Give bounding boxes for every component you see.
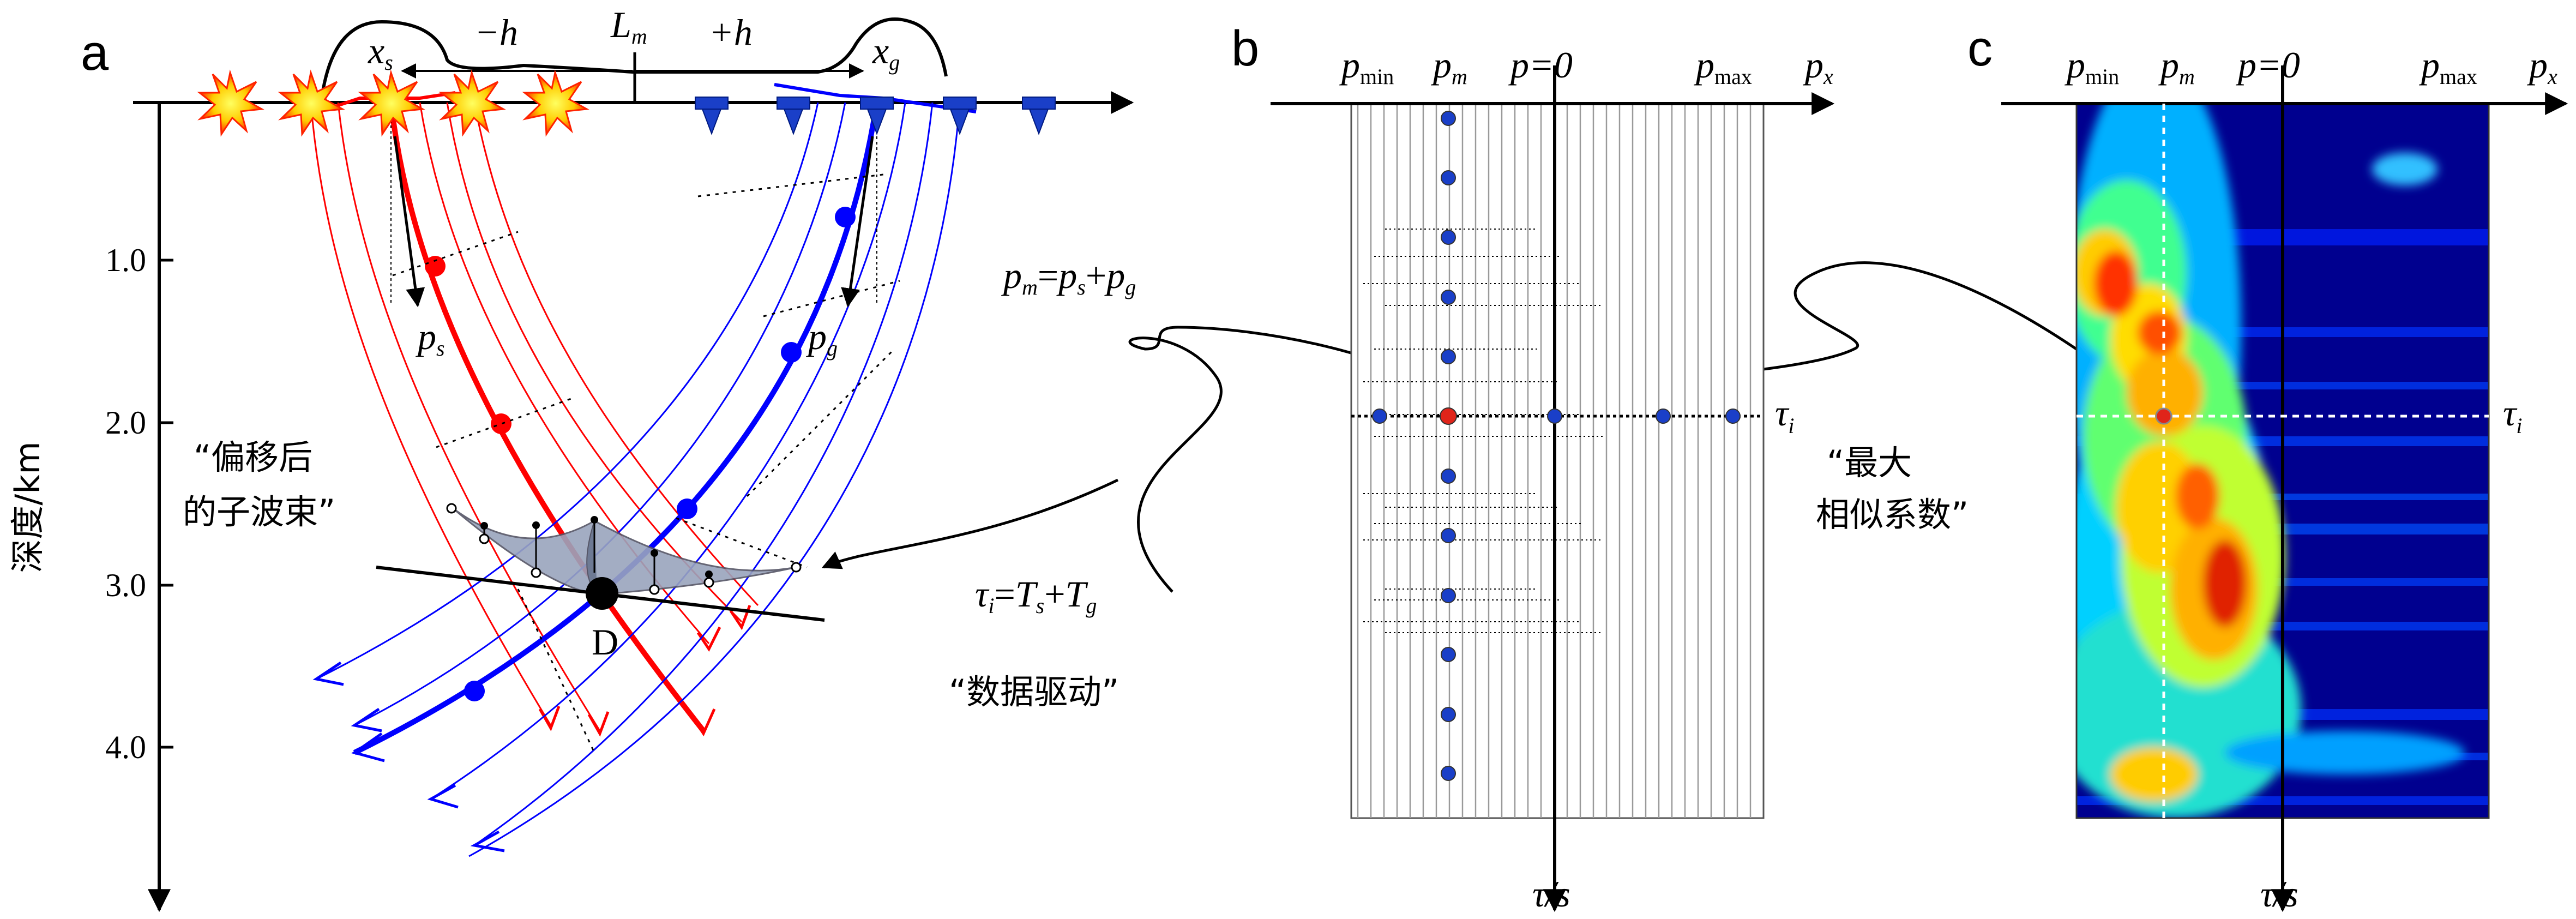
trace-lines (1357, 104, 1752, 818)
pm-label-c: pm (2158, 44, 2195, 89)
source-arrowheads (538, 605, 751, 737)
ytick-3: 3.0 (105, 567, 146, 603)
xs-label: xs (368, 30, 393, 75)
heat-blob (2203, 540, 2247, 627)
semblance-heatmap (2077, 104, 2489, 818)
explosion-star-icon (197, 69, 264, 137)
heat-blob (2372, 153, 2437, 185)
panel-a-label: a (81, 25, 109, 81)
pg-label: pg (806, 316, 838, 361)
p0-label-c: p=0 (2236, 44, 2300, 86)
tau-equation: τi=Ts+Tg (975, 573, 1097, 618)
heat-blob (2138, 311, 2181, 355)
geophone-icon (777, 97, 810, 135)
p0-label-b: p=0 (1508, 44, 1573, 86)
heat-blob (2116, 442, 2203, 573)
ytick-2: 2.0 (105, 405, 146, 441)
panel-c: c pmin pm p=0 pmax px τi τ/s “最大 相似系数” (1816, 21, 2568, 915)
D-label: D (592, 621, 618, 663)
selected-point-b (1440, 407, 1457, 425)
data-driven-label: “数据驱动” (949, 672, 1119, 712)
heat-blob (2176, 464, 2219, 529)
panel-c-label: c (1967, 21, 1993, 76)
incidence-guides (390, 109, 877, 305)
geophone-icon (695, 97, 729, 135)
wavefronts (392, 173, 900, 753)
gather-frame (1350, 103, 1765, 819)
beamlet-ticks (483, 521, 710, 589)
panel-b: b pmin pm p=0 pmax px τi τ/s (1231, 21, 1835, 915)
connector-a-to-b (1128, 326, 1452, 593)
geophone-icon (1022, 97, 1056, 135)
tau-row-dots (1372, 409, 1741, 424)
heat-blobs (2077, 104, 2465, 818)
source-ray-nodes (425, 256, 511, 434)
minus-h-label: −h (474, 11, 518, 53)
ps-arrow (393, 136, 425, 308)
receiver-arrowheads (312, 661, 505, 852)
max-semblance-line2: 相似系数” (1816, 495, 1969, 534)
Lm-label: Lm (610, 4, 647, 49)
sources (197, 69, 589, 137)
heat-blob (2225, 731, 2465, 774)
beamlet-label-line2: 的子波束” (183, 492, 335, 532)
panel-a: a 1.0 2.0 3.0 4.0 深度/km xs −h Lm +h xg (8, 4, 1134, 912)
ytick-1: 1.0 (105, 242, 146, 278)
pm-column-dots (1441, 111, 1456, 781)
pm-equation: pm=ps+pg (1001, 255, 1136, 299)
pmin-label-b: pmin (1339, 44, 1394, 89)
heat-blob (2094, 251, 2138, 316)
tau-axis-label-b: τ/s (1532, 873, 1570, 915)
ps-label: ps (416, 316, 445, 361)
px-label-c: px (2527, 44, 2557, 89)
max-semblance-line1: “最大 (1827, 443, 1912, 483)
beamlet-tops (480, 516, 713, 578)
receiver-ray-nodes (464, 207, 856, 701)
panel-b-label: b (1231, 21, 1259, 76)
explosion-star-icon (438, 69, 506, 137)
wiggle-traces (1363, 229, 1603, 633)
ytick-4: 4.0 (105, 729, 146, 765)
receiver-rays (316, 83, 977, 857)
xg-label: xg (872, 30, 900, 75)
geophone-icon (943, 97, 977, 135)
tau-i-label-b: τi (1775, 392, 1794, 438)
source-rays (310, 91, 759, 733)
beam-envelope (320, 17, 948, 99)
selected-point-c (2155, 407, 2172, 425)
explosion-star-icon (358, 69, 425, 137)
tau-axis-label-c: τ/s (2260, 873, 2298, 915)
plus-h-label: +h (709, 11, 753, 53)
geophone-icon (860, 97, 894, 135)
equations: pm=ps+pg τi=Ts+Tg “数据驱动” (949, 255, 1136, 712)
pmax-label-c: pmax (2419, 44, 2477, 89)
explosion-star-icon (278, 69, 345, 137)
pm-label-b: pm (1431, 44, 1467, 89)
heat-blob (2110, 747, 2198, 802)
pmin-label-c: pmin (2065, 44, 2119, 89)
explosion-star-icon (522, 69, 589, 137)
depth-ticks: 1.0 2.0 3.0 4.0 (105, 242, 173, 765)
px-label-b: px (1803, 44, 1833, 89)
depth-axis-label: 深度/km (8, 441, 47, 573)
pmax-label-b: pmax (1694, 44, 1752, 89)
receivers (695, 97, 1056, 135)
image-point-D (586, 577, 618, 610)
connector-to-beamlet (821, 478, 1119, 569)
pg-arrow (841, 136, 874, 308)
beamlet-label-line1: “偏移后 (194, 437, 312, 477)
tau-i-label-c: τi (2503, 392, 2522, 438)
